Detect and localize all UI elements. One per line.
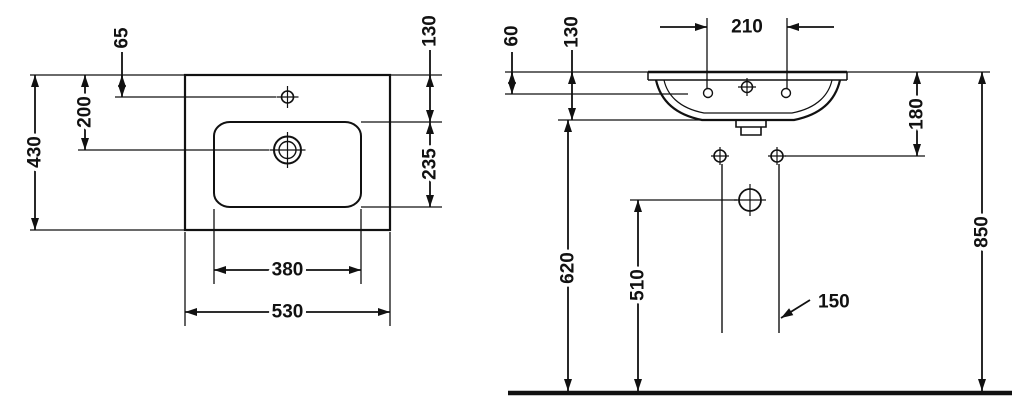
- front-view-dimension-lines: [508, 23, 986, 391]
- dim-rim-edge-height-label: 60: [502, 25, 523, 46]
- fixing-hole-left-icon: [711, 147, 729, 165]
- dim-overall-depth-label: 430: [25, 136, 46, 168]
- bowl-inner-contour: [663, 79, 833, 114]
- top-view-dimension-lines: [31, 50, 434, 316]
- bowl-top-outline: [213, 121, 362, 208]
- tap-hole-center-icon: [738, 78, 756, 96]
- dim-drain-trap-height-label: 510: [628, 269, 649, 301]
- top-view: 430 200 65 130 235 380 530: [21, 12, 444, 326]
- dim-outlet-offset-label: 150: [818, 292, 850, 313]
- dim-overall-width-label: 530: [272, 302, 304, 323]
- dim-tap-hole-offset-label: 65: [112, 27, 133, 49]
- fixing-hole-right-icon: [768, 147, 786, 165]
- drain-hole-icon: [269, 132, 306, 168]
- dim-bowl-back-offset-label: 130: [420, 15, 441, 47]
- dim-tap-hole-spacing-label: 210: [731, 17, 763, 38]
- bowl-front-outline: [654, 79, 842, 122]
- drain-fitting: [735, 120, 767, 136]
- outlet-leader-arrow: [780, 299, 811, 319]
- front-view-extension-lines: [505, 18, 990, 333]
- dim-rim-height-from-floor-label: 850: [972, 216, 993, 248]
- tap-hole-icon: [276, 86, 299, 108]
- basin-top-outline: [183, 73, 392, 232]
- trap-outlet-icon: [734, 184, 766, 216]
- dim-drain-offset-label: 200: [75, 96, 96, 128]
- dim-underside-height-label: 620: [558, 252, 579, 284]
- front-view: 60 130 210 180 850 620 510 150: [498, 13, 1012, 396]
- dim-basin-body-height-label: 130: [562, 16, 583, 48]
- tap-hole-right-icon: [780, 87, 792, 99]
- dim-bowl-width-label: 380: [272, 260, 304, 281]
- dim-fixing-hole-drop-label: 180: [907, 98, 928, 130]
- dim-bowl-depth-label: 235: [420, 148, 441, 180]
- tap-hole-left-icon: [702, 87, 714, 99]
